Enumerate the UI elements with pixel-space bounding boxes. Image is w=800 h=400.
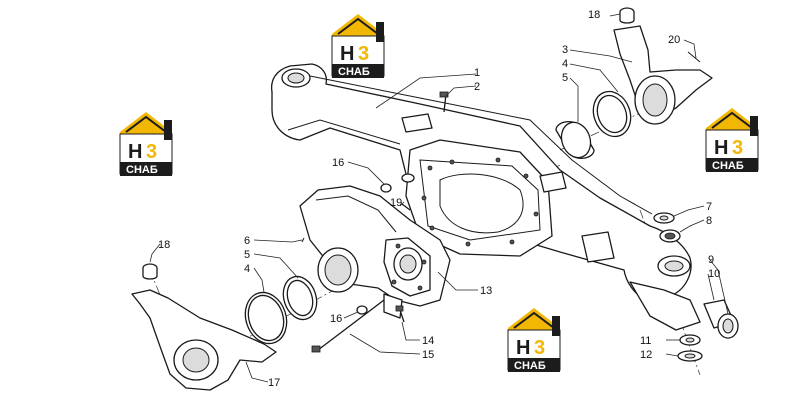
callout-18: 18 — [588, 9, 600, 21]
right-cover-group — [555, 7, 713, 160]
callout-8: 8 — [706, 215, 712, 227]
callout-15: 15 — [422, 349, 434, 361]
callout-4: 4 — [562, 58, 568, 70]
watermark-logo: H 3 СНАБ — [119, 111, 173, 177]
svg-text:H: H — [340, 43, 354, 65]
left-cover-group — [131, 263, 277, 391]
callout-5: 5 — [562, 72, 568, 84]
callout-9: 9 — [708, 254, 714, 266]
svg-text:3: 3 — [358, 43, 369, 65]
callout-14: 14 — [422, 335, 434, 347]
svg-text:H: H — [128, 141, 142, 163]
callout-12: 12 — [640, 349, 652, 361]
callout-5: 5 — [244, 249, 250, 261]
callout-6: 6 — [244, 235, 250, 247]
callout-3: 3 — [562, 44, 568, 56]
svg-text:СНАБ: СНАБ — [514, 360, 546, 372]
callout-labels: 1 2 3 4 5 6 5 4 7 8 9 10 11 12 13 14 15 … — [158, 9, 720, 389]
callout-10: 10 — [708, 268, 720, 280]
svg-text:3: 3 — [534, 337, 545, 359]
svg-text:СНАБ: СНАБ — [338, 66, 370, 78]
callout-20: 20 — [668, 34, 680, 46]
svg-text:СНАБ: СНАБ — [712, 160, 744, 172]
callout-1: 1 — [474, 67, 480, 79]
callout-17: 17 — [268, 377, 280, 389]
svg-text:3: 3 — [732, 137, 743, 159]
svg-text:H: H — [516, 337, 530, 359]
callout-2: 2 — [474, 81, 480, 93]
fasteners — [311, 91, 449, 353]
callout-4: 4 — [244, 263, 250, 275]
callout-16: 16 — [332, 157, 344, 169]
callout-13: 13 — [480, 285, 492, 297]
watermark-logo: H 3 СНАБ — [507, 307, 561, 373]
left-knuckle-housing — [299, 185, 451, 319]
callout-18: 18 — [158, 239, 170, 251]
svg-text:СНАБ: СНАБ — [126, 164, 158, 176]
svg-text:H: H — [714, 137, 728, 159]
watermark-logo: H 3 СНАБ — [705, 107, 759, 173]
left-ring-group — [244, 275, 318, 345]
callout-7: 7 — [706, 201, 712, 213]
callout-19: 19 — [390, 197, 402, 209]
callout-11: 11 — [640, 335, 651, 347]
leader-lines — [149, 13, 729, 383]
axle-housing — [270, 63, 701, 331]
svg-text:3: 3 — [146, 141, 157, 163]
watermark-logo: H 3 СНАБ — [331, 13, 385, 79]
right-small-parts — [653, 212, 739, 362]
callout-16: 16 — [330, 313, 342, 325]
